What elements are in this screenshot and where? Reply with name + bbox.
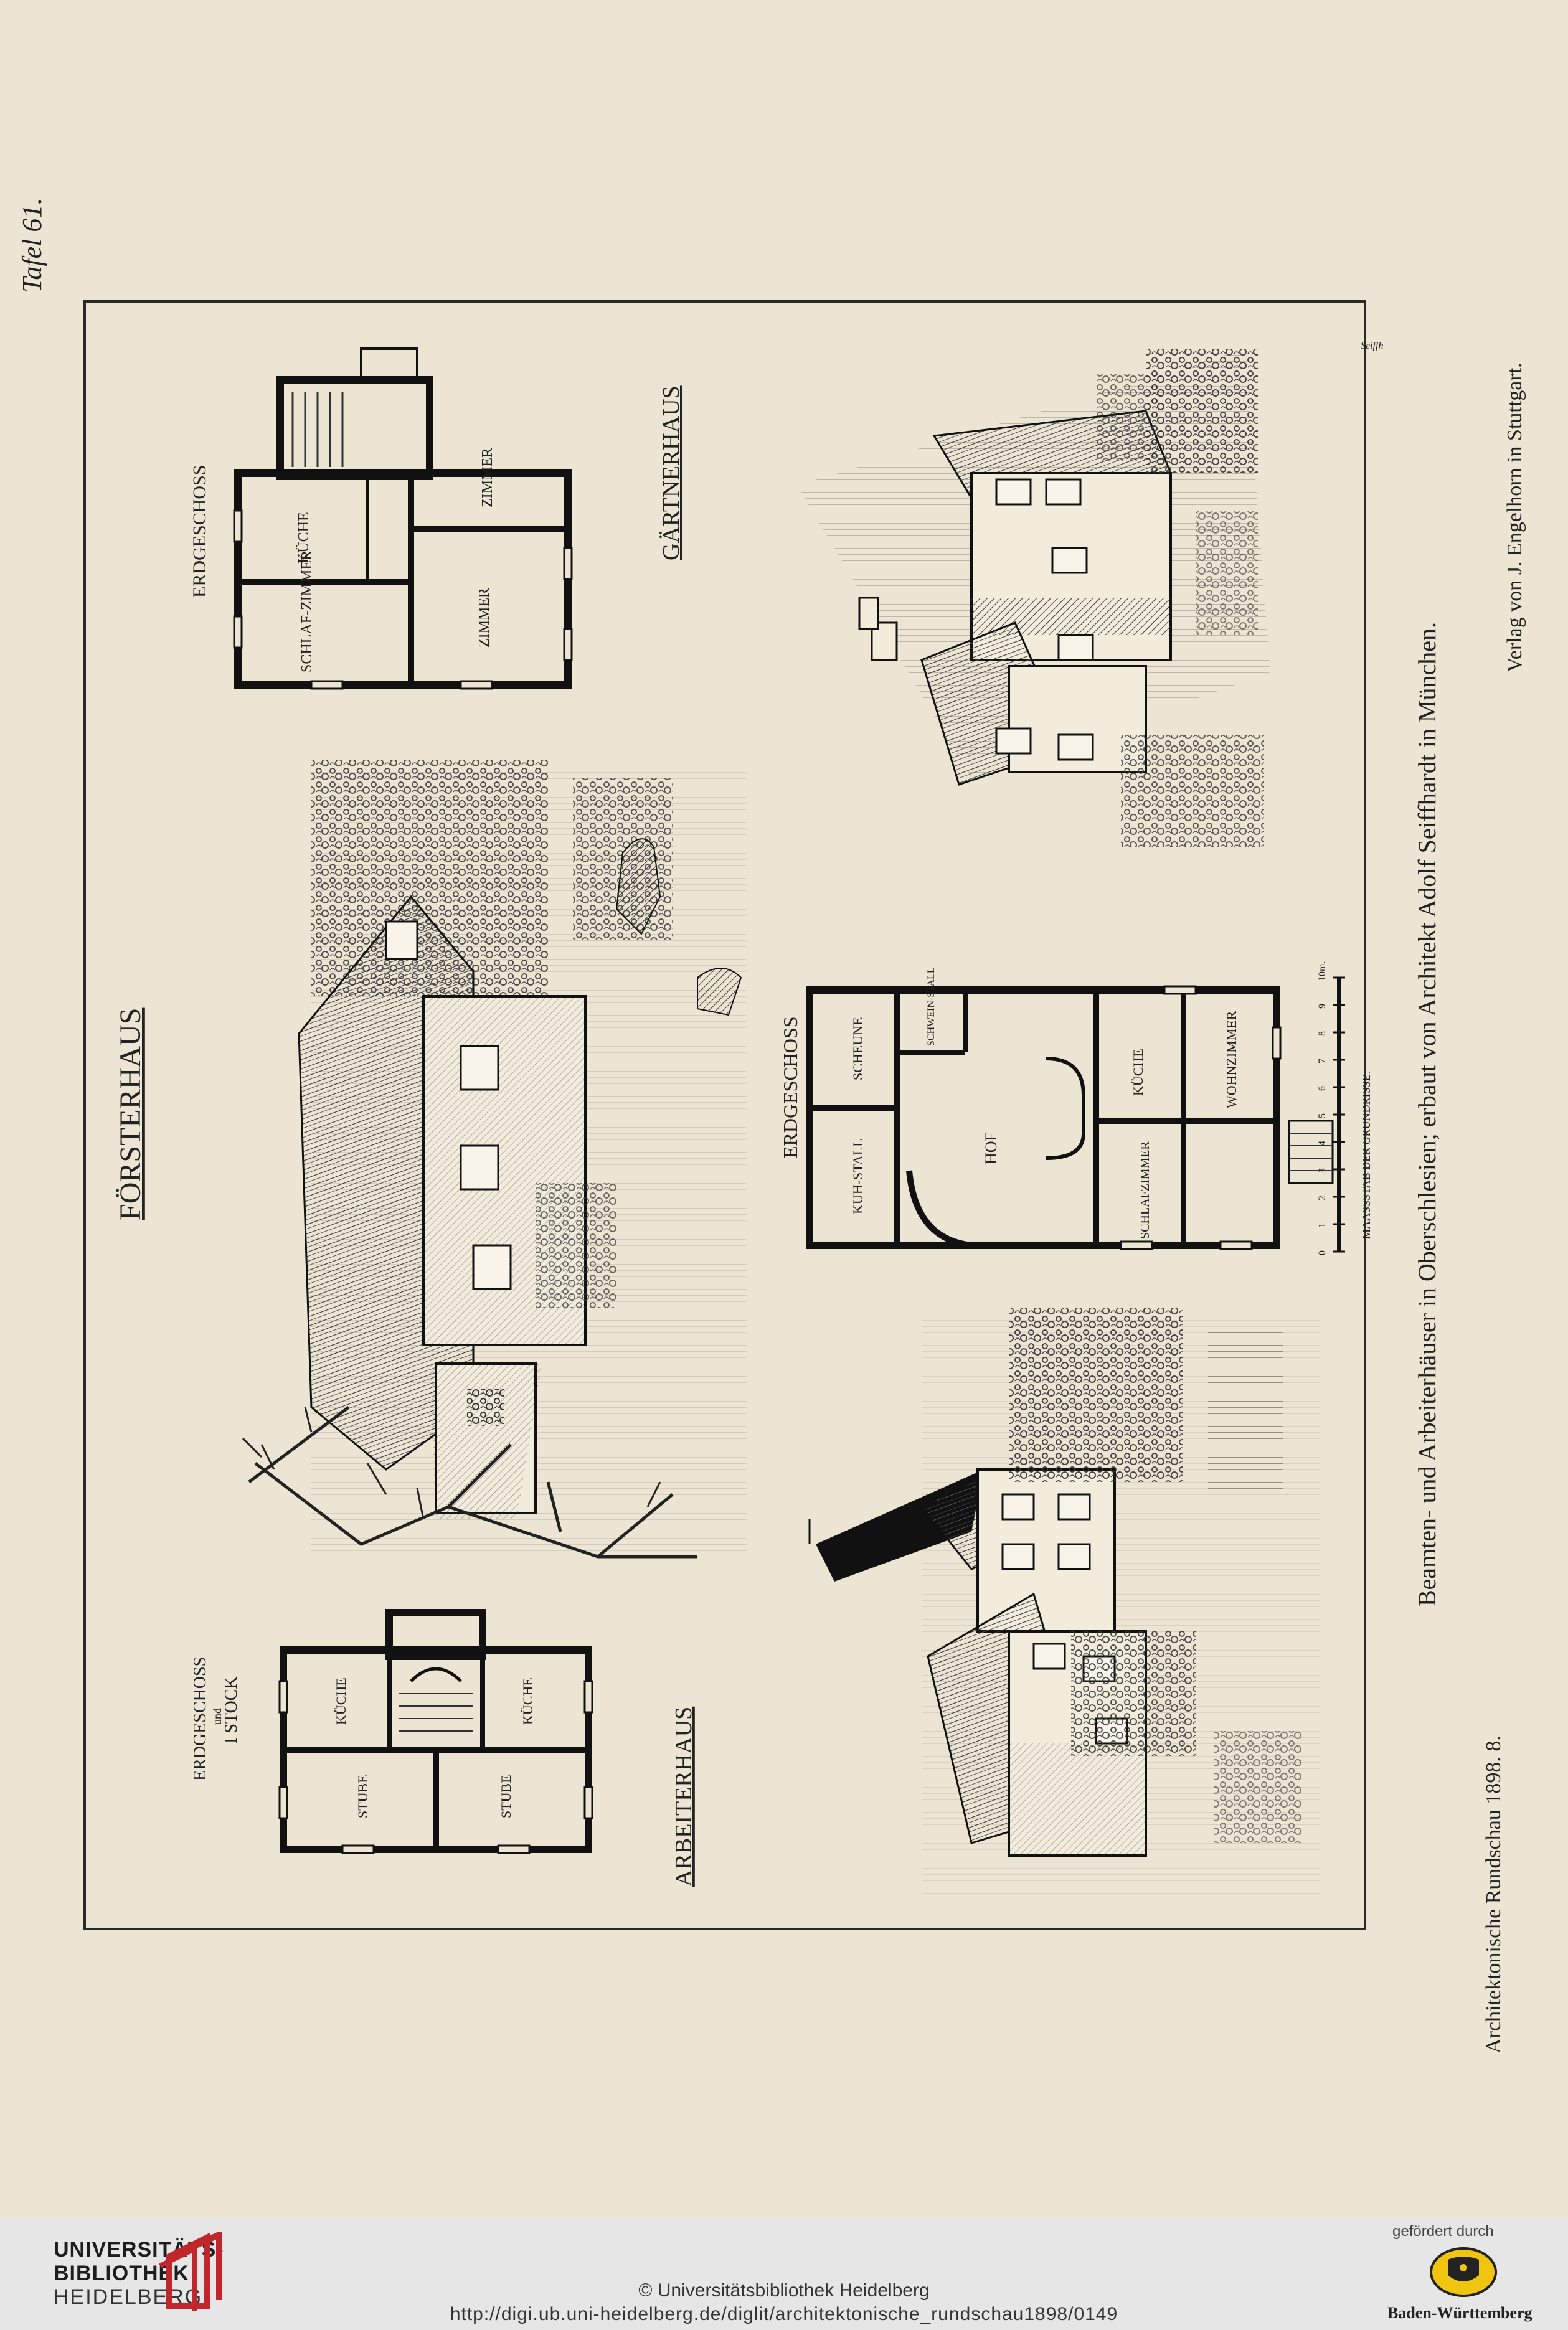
farm-room-schweinestall: SCHWEIN-STALL xyxy=(926,967,937,1046)
gaertnerhaus-plan xyxy=(233,347,573,690)
library-logo-text[interactable]: UNIVERSITÄTS- BIBLIOTHEK HEIDELBERG xyxy=(54,2238,224,2309)
footer-bar xyxy=(0,2217,1568,2330)
farm-room-wohnzimmer: WOHNZIMMER xyxy=(1224,1011,1239,1108)
farm-room-schlafzimmer: SCHLAFZIMMER xyxy=(1138,1141,1152,1239)
arbeiterhaus-plan xyxy=(278,1609,593,1854)
arbeiterhaus-room-kueche-1: KÜCHE xyxy=(333,1677,349,1725)
arbeiterhaus-room-kueche-2: KÜCHE xyxy=(520,1677,536,1725)
scale-bar xyxy=(1333,976,1345,1253)
scale-tick-label: 1 xyxy=(1317,1223,1328,1228)
funded-by-label: gefördert durch xyxy=(1392,2223,1494,2240)
arbeiterhaus-room-stube-2: STUBE xyxy=(498,1775,514,1818)
scale-tick-label: 5 xyxy=(1317,1113,1328,1118)
scale-tick-label: 10m. xyxy=(1317,961,1328,981)
plate-drawings: ERDGESCHOSS SCHLAF-ZIMMER KÜCHE ZIMMER Z… xyxy=(114,341,1383,1899)
source-url-link[interactable]: http://digi.ub.uni-heidelberg.de/diglit/… xyxy=(450,2304,1118,2324)
scale-tick-label: 3 xyxy=(1317,1168,1328,1173)
library-logo-icon[interactable] xyxy=(157,2232,225,2313)
arbeiterhaus-plan-title-2: und xyxy=(211,1708,224,1725)
gaertnerhaus-room-zimmer-1: ZIMMER xyxy=(476,588,493,648)
baden-wuerttemberg-emblem-icon xyxy=(1430,2247,1497,2297)
arbeiterhaus-plan-title-3: I STOCK xyxy=(222,1676,241,1743)
farm-plan-title: ERDGESCHOSS xyxy=(779,1016,801,1158)
gaertnerhaus-room-schlafzimmer: SCHLAF-ZIMMER xyxy=(299,550,315,672)
gaertnerhaus-room-zimmer-2: ZIMMER xyxy=(479,448,496,507)
gaertnerhaus-plan-title: ERDGESCHOSS xyxy=(189,465,210,598)
copyright-text: © Universitätsbibliothek Heidelberg xyxy=(638,2280,930,2301)
foersterhaus-drawing xyxy=(242,760,747,1559)
plate-page: Tafel 61. Verlag von J. Engelhorn in Stu… xyxy=(17,197,1526,2054)
scale-tick-labels: 0 1 2 3 4 5 6 7 8 9 10m. xyxy=(1317,961,1328,1255)
scale-tick-label: 8 xyxy=(1317,1031,1328,1036)
arbeiterhaus-room-stube-1: STUBE xyxy=(355,1775,371,1818)
funder-name: Baden-Württemberg xyxy=(1387,2304,1533,2322)
plate-frame xyxy=(83,300,1366,1930)
farm-room-kuhstall: KUH-STALL xyxy=(850,1138,866,1214)
arbeiterhaus-plan-title-1: ERDGESCHOSS xyxy=(191,1657,210,1781)
scale-tick-label: 6 xyxy=(1317,1086,1328,1091)
gaertnerhaus-drawing xyxy=(797,349,1270,847)
gaertnerhaus-room-kueche: KÜCHE xyxy=(296,512,312,564)
farm-room-kueche: KÜCHE xyxy=(1130,1049,1146,1096)
scale-label: MAASSSTAB DER GRUNDRISSE. xyxy=(1360,1072,1372,1239)
gaertnerhaus-title: GÄRTNERHAUS xyxy=(658,385,684,560)
scale-tick-label: 0 xyxy=(1317,1250,1328,1255)
farm-plan xyxy=(806,985,1334,1250)
scale-tick-label: 7 xyxy=(1317,1059,1328,1064)
artist-signature: Seiffh xyxy=(1361,341,1383,351)
scale-tick-label: 2 xyxy=(1317,1196,1328,1200)
arbeiterhaus-title: ARBEITERHAUS xyxy=(671,1707,697,1887)
farm-room-hof: HOF xyxy=(982,1132,1000,1164)
scale-tick-label: 9 xyxy=(1317,1004,1328,1009)
scale-tick-label: 4 xyxy=(1317,1141,1328,1146)
arbeiterhaus-drawing xyxy=(808,1308,1320,1899)
foersterhaus-title: FÖRSTERHAUS xyxy=(114,1008,147,1220)
farm-room-scheune: SCHEUNE xyxy=(850,1017,866,1080)
